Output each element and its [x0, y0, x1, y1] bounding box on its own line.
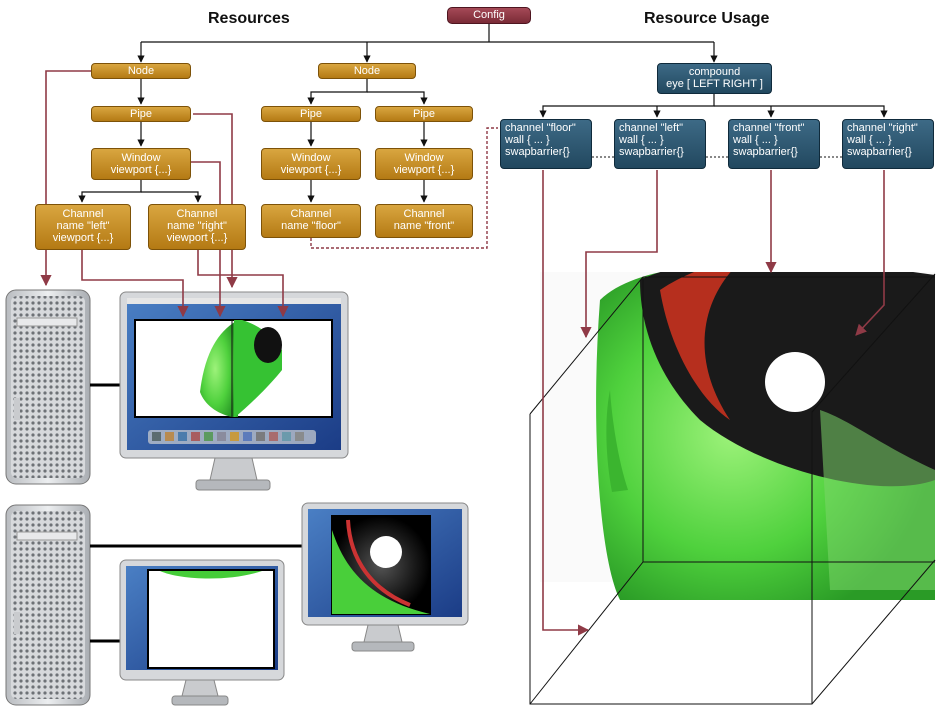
cables: [90, 383, 304, 643]
channel-front-title: Channel: [403, 208, 445, 220]
channel-front-name: name "front": [393, 220, 455, 232]
usage-channel-left-wall: wall { ... }: [619, 134, 664, 146]
window-2a-title: Window: [291, 152, 331, 164]
usage-channel-front-box[interactable]: channel "front" wall { ... } swapbarrier…: [728, 119, 820, 169]
pipe-2a-box[interactable]: Pipe: [261, 106, 361, 122]
usage-channel-front-swapbarrier: swapbarrier{}: [733, 146, 798, 158]
floor-channel-dashed-link: [310, 127, 498, 249]
window-1-title: Window: [121, 152, 161, 164]
channel-left-viewport: viewport {...}: [52, 232, 114, 244]
usage-channel-left-swapbarrier: swapbarrier{}: [619, 146, 684, 158]
pipe-2b-label: Pipe: [412, 108, 436, 120]
channel-front-box[interactable]: Channel name "front": [375, 204, 473, 238]
node-2-box[interactable]: Node: [318, 63, 416, 79]
usage-channel-right-swapbarrier: swapbarrier{}: [847, 146, 912, 158]
pipe-2a-label: Pipe: [299, 108, 323, 120]
usage-channel-floor-box[interactable]: channel "floor" wall { ... } swapbarrier…: [500, 119, 592, 169]
config-box[interactable]: Config: [447, 7, 531, 24]
usage-channel-floor-swapbarrier: swapbarrier{}: [505, 146, 570, 158]
monitor-1: [119, 291, 349, 491]
node-1-label: Node: [127, 65, 155, 77]
window-1-box[interactable]: Window viewport {...}: [91, 148, 191, 180]
wall-cube: [529, 272, 936, 705]
channel-left-box[interactable]: Channel name "left" viewport {...}: [35, 204, 131, 250]
channel-right-viewport: viewport {...}: [166, 232, 228, 244]
channel-right-title: Channel: [176, 208, 218, 220]
window-2a-box[interactable]: Window viewport {...}: [261, 148, 361, 180]
window-2a-viewport: viewport {...}: [280, 164, 342, 176]
resources-heading: Resources: [208, 10, 290, 27]
monitor-2: [301, 502, 469, 652]
usage-channel-floor-name: channel "floor": [505, 122, 576, 134]
window-2b-box[interactable]: Window viewport {...}: [375, 148, 473, 180]
channel-floor-box[interactable]: Channel name "floor": [261, 204, 361, 238]
resource-usage-heading: Resource Usage: [644, 10, 770, 27]
usage-channel-left-name: channel "left": [619, 122, 684, 134]
usage-channel-front-name: channel "front": [733, 122, 805, 134]
usage-channel-right-box[interactable]: channel "right" wall { ... } swapbarrier…: [842, 119, 934, 169]
config-label: Config: [473, 9, 505, 21]
tree-connectors: [78, 24, 888, 203]
monitor-3: [119, 559, 285, 706]
pipe-2b-box[interactable]: Pipe: [375, 106, 473, 122]
node-1-box[interactable]: Node: [91, 63, 191, 79]
channel-left-name: name "left": [56, 220, 110, 232]
usage-channel-left-box[interactable]: channel "left" wall { ... } swapbarrier{…: [614, 119, 706, 169]
usage-channel-right-name: channel "right": [847, 122, 918, 134]
usage-channel-right-wall: wall { ... }: [847, 134, 892, 146]
window-2b-viewport: viewport {...}: [393, 164, 455, 176]
usage-channel-floor-wall: wall { ... }: [505, 134, 550, 146]
channel-floor-title: Channel: [290, 208, 332, 220]
compound-eye: eye [ LEFT RIGHT ]: [666, 78, 763, 90]
window-2b-title: Window: [404, 152, 444, 164]
usage-channel-front-wall: wall { ... }: [733, 134, 778, 146]
pipe-1-box[interactable]: Pipe: [91, 106, 191, 122]
node-2-label: Node: [353, 65, 381, 77]
pipe-1-label: Pipe: [129, 108, 153, 120]
compound-title: compound: [688, 66, 741, 78]
mac-pro-tower-bottom: [5, 504, 91, 706]
window-1-viewport: viewport {...}: [110, 164, 172, 176]
channel-floor-name: name "floor": [281, 220, 341, 232]
compound-box[interactable]: compound eye [ LEFT RIGHT ]: [657, 63, 772, 94]
channel-right-box[interactable]: Channel name "right" viewport {...}: [148, 204, 246, 250]
mac-pro-tower-top: [5, 289, 91, 485]
channel-right-name: name "right": [167, 220, 227, 232]
channel-left-title: Channel: [62, 208, 104, 220]
